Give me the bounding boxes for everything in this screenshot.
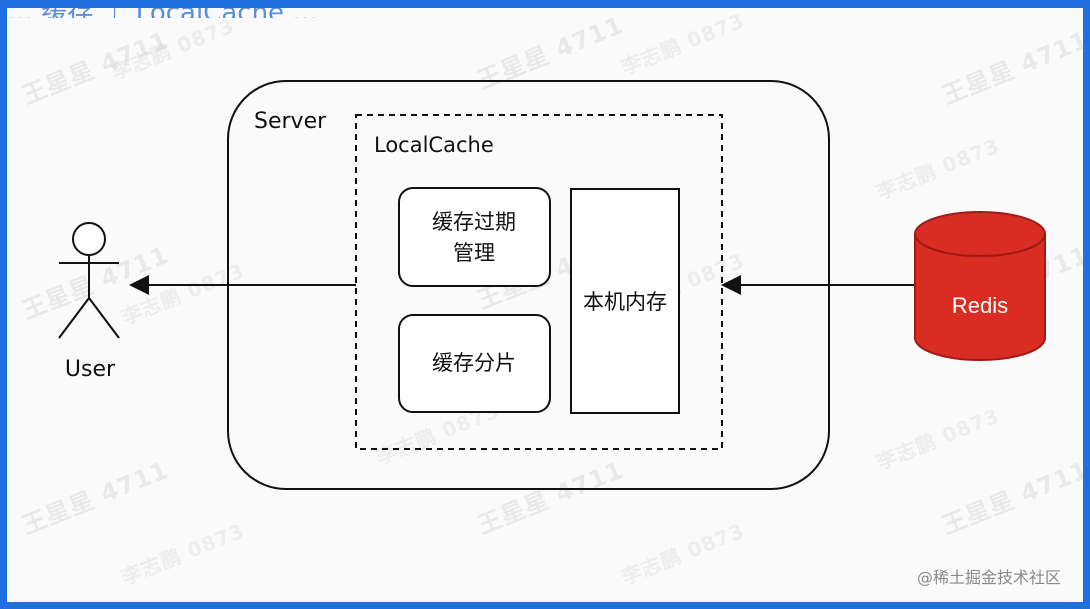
architecture-diagram: Server LocalCache 缓存过期 管理 缓存分片 本机内存 Redi… — [58, 80, 1046, 490]
cache-sharding-label: 缓存分片 — [432, 351, 516, 375]
cropped-top-caption: … 缓存 ｜ LocalCache … — [7, 8, 1083, 18]
cache-expiration-line1: 缓存过期 — [432, 210, 516, 234]
cache-sharding-box — [398, 314, 551, 413]
user-actor-icon — [58, 222, 120, 339]
user-label: User — [65, 357, 116, 382]
localcache-label: LocalCache — [374, 133, 494, 157]
cache-expiration-box — [398, 187, 551, 287]
local-memory-box — [570, 188, 680, 414]
local-memory-label: 本机内存 — [583, 290, 667, 314]
redis-label: Redis — [952, 293, 1008, 318]
redis-database-icon — [914, 211, 1046, 361]
cache-expiration-line2: 管理 — [453, 241, 495, 265]
site-watermark: @稀土掘金技术社区 — [916, 568, 1061, 587]
server-label: Server — [254, 109, 327, 134]
